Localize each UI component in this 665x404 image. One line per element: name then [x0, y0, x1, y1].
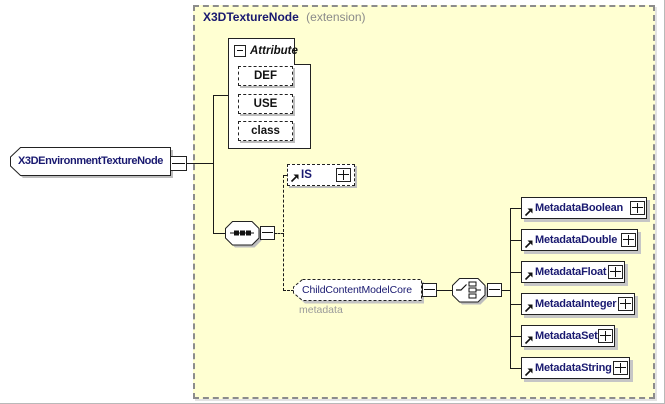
expand-toggle[interactable] [613, 361, 628, 375]
plus-icon [620, 303, 631, 304]
derivation-kind: (extension) [306, 10, 366, 24]
element-ref-arrow-icon [524, 240, 533, 249]
expand-toggle[interactable] [618, 297, 633, 311]
element-ref-arrow-icon [524, 208, 533, 217]
connector-line-dashed [283, 175, 288, 176]
sequence-connector-shape [225, 221, 262, 248]
is-expand-toggle[interactable] [336, 168, 351, 182]
connector-line-dashed [283, 175, 284, 291]
plus-icon [610, 271, 621, 272]
plus-icon [600, 335, 611, 336]
sequence-icon [230, 230, 254, 236]
connector-line [213, 95, 229, 96]
element-label: MetadataSet [535, 330, 598, 342]
expand-toggle[interactable] [630, 201, 645, 215]
base-type-name: X3DTextureNode [203, 10, 299, 24]
child-content-collapse-toggle[interactable] [422, 283, 437, 297]
minus-icon [489, 289, 500, 290]
connector-line-dashed [274, 233, 284, 234]
connector-line [213, 233, 227, 234]
choice-collapse-toggle[interactable] [487, 283, 502, 297]
connector-line-dashed [283, 290, 294, 291]
metadata-float-element[interactable]: MetadataFloat [521, 261, 625, 283]
element-label: MetadataBoolean [535, 202, 624, 214]
element-ref-arrow-icon [524, 368, 533, 377]
metadata-string-element[interactable]: MetadataString [521, 357, 630, 379]
is-element-label[interactable]: IS [301, 169, 312, 181]
choice-connector-shape [452, 278, 488, 305]
connector-line [510, 336, 522, 337]
minus-icon [237, 50, 243, 51]
element-ref-arrow-icon [290, 174, 299, 183]
connector-line [510, 240, 522, 241]
element-label: MetadataInteger [535, 298, 617, 310]
minus-icon [172, 162, 185, 164]
plus-icon [632, 207, 643, 208]
connector-line [510, 208, 522, 209]
attribute-use[interactable]: USE [238, 94, 293, 114]
element-label: MetadataString [535, 362, 612, 374]
element-label: MetadataFloat [535, 266, 607, 278]
plus-icon [623, 239, 634, 240]
connector-line [187, 163, 213, 164]
metadata-set-element[interactable]: MetadataSet [521, 325, 615, 347]
sequence-collapse-toggle[interactable] [260, 226, 275, 240]
plus-icon [338, 174, 349, 175]
connector-line [510, 272, 522, 273]
child-content-element[interactable]: ChildContentModelCore [302, 284, 412, 296]
connector-line [510, 368, 522, 369]
expand-toggle[interactable] [598, 329, 613, 343]
metadata-boolean-element[interactable]: MetadataBoolean [521, 197, 647, 219]
minus-icon [262, 232, 273, 233]
root-element[interactable]: X3DEnvironmentTextureNode [17, 155, 164, 167]
attribute-group-label: Attribute [250, 45, 298, 57]
element-label: MetadataDouble [535, 234, 618, 246]
child-content-shape [293, 279, 424, 304]
plus-icon [615, 367, 626, 368]
minus-icon [424, 289, 435, 290]
connector-line [510, 304, 522, 305]
expand-toggle[interactable] [608, 265, 623, 279]
root-collapse-toggle[interactable] [170, 156, 187, 171]
expand-toggle[interactable] [621, 233, 636, 247]
element-ref-arrow-icon [524, 304, 533, 313]
connector-line [501, 290, 511, 291]
child-content-annotation: metadata [299, 304, 343, 316]
connector-line [213, 95, 214, 233]
root-element-shape [10, 147, 173, 178]
attribute-class[interactable]: class [238, 121, 293, 141]
element-ref-arrow-icon [524, 272, 533, 281]
attribute-def[interactable]: DEF [238, 66, 293, 86]
choice-icon [456, 281, 481, 299]
metadata-double-element[interactable]: MetadataDouble [521, 229, 638, 251]
element-ref-arrow-icon [524, 336, 533, 345]
connector-line [436, 290, 453, 291]
attribute-group-collapse-toggle[interactable] [234, 45, 246, 57]
metadata-integer-element[interactable]: MetadataInteger [521, 293, 635, 315]
extension-container-title: X3DTextureNode (extension) [203, 10, 366, 24]
connector-line [510, 208, 511, 368]
